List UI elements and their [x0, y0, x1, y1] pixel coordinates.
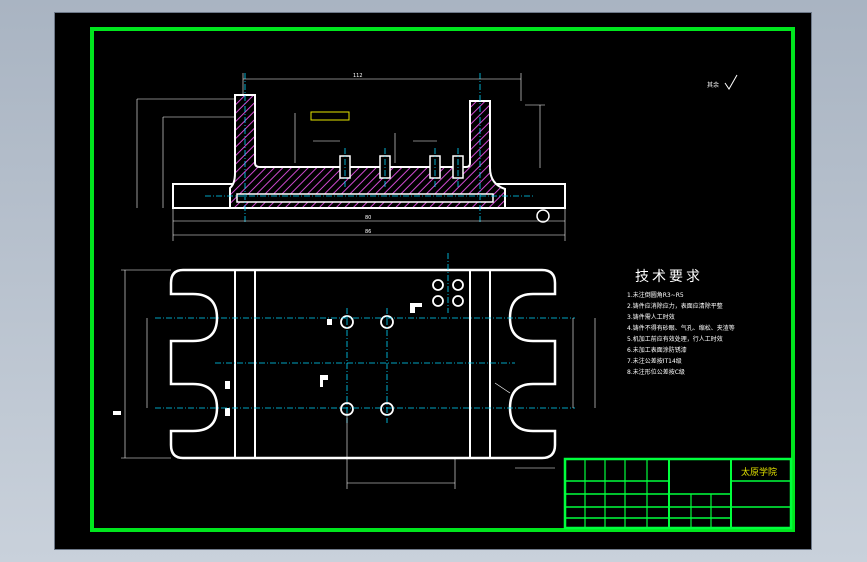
section-hatch: [229, 94, 506, 209]
requirement-line: 6.未加工表面涂防锈漆: [627, 346, 687, 354]
requirement-line: 1.未注倒圆角R3~R5: [627, 291, 684, 299]
title-block-school: 太原学院: [741, 466, 777, 478]
plan-centerlines: [155, 253, 575, 423]
requirement-line: 4.铸件不得有砂眼、气孔、缩松、夹渣等: [627, 324, 735, 332]
requirement-line: 5.机加工前应有效处理，行人工时效: [627, 335, 723, 343]
dim-bottom-inner: 80: [365, 215, 371, 221]
plan-holes: [340, 279, 464, 416]
top-plan-view: [113, 253, 596, 489]
tolerance-frame: [310, 111, 350, 121]
plan-dimensions: [121, 269, 596, 489]
requirement-line: 7.未注公差按IT14级: [627, 357, 682, 365]
title-block: [563, 457, 793, 530]
surface-roughness-mark: 其余: [707, 74, 738, 90]
plan-outline: [169, 268, 557, 460]
svg-text:其余: 其余: [707, 81, 719, 89]
requirements-title: 技术要求: [635, 269, 703, 285]
front-section-view: 112 80 86: [136, 73, 566, 241]
front-centerlines: [205, 73, 535, 223]
cad-drawing: 112 80 86: [90, 27, 795, 532]
plan-ribs: [234, 270, 491, 458]
plan-marks: [113, 303, 422, 416]
front-dimensions: [136, 73, 566, 241]
requirement-line: 2.铸件应消除应力，表面应清除平整: [627, 302, 723, 310]
dim-top-span: 112: [353, 73, 363, 79]
requirement-line: 3.铸件需人工时效: [627, 313, 675, 321]
inner-frame: [90, 27, 795, 532]
requirement-line: 8.未注形位公差按C级: [627, 368, 685, 376]
drawing-sheet: 112 80 86: [54, 12, 812, 550]
technical-requirements: 技术要求 1.未注倒圆角R3~R5 2.铸件应消除应力，表面应清除平整 3.铸件…: [627, 269, 735, 376]
base-slot: [236, 193, 494, 203]
side-boss: [536, 209, 550, 223]
dim-bottom-total: 86: [365, 229, 371, 235]
